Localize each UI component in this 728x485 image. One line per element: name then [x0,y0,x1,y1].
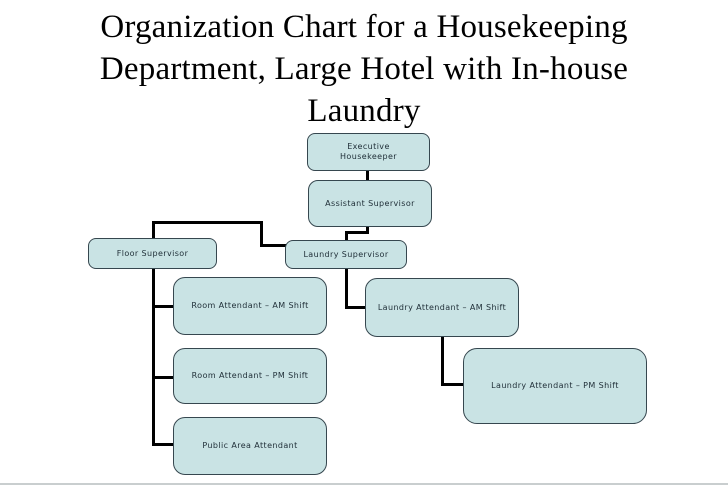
connector-bracket-to-laundry [260,244,286,247]
connector-assistant-laundry-drop [345,231,348,240]
org-node-label: Floor Supervisor [116,248,189,258]
org-node-label: Laundry Supervisor [303,249,389,259]
slide-title: Organization Chart for a Housekeeping De… [0,6,728,132]
connector-bracket-horizontal [152,221,263,224]
org-node-public-area-attendant: Public Area Attendant [173,417,327,475]
org-node-laundry-supervisor: Laundry Supervisor [285,240,407,269]
connector-stub-room-pm [152,376,174,379]
org-node-label: Room Attendant – PM Shift [191,371,309,380]
org-node-assistant-supervisor: Assistant Supervisor [308,180,432,227]
connector-stub-room-am [152,305,174,308]
connector-laundry-am-pm-vertical [441,337,444,386]
org-node-laundry-attendant-am: Laundry Attendant – AM Shift [365,278,519,337]
connector-stub-laundry-am [345,306,366,309]
connector-assistant-laundry-horizontal [345,231,369,234]
org-node-floor-supervisor: Floor Supervisor [88,238,217,269]
connector-bracket-left-vertical [152,221,155,238]
connector-executive-assistant [366,170,369,181]
org-node-label: Laundry Attendant – PM Shift [491,381,619,390]
org-node-laundry-attendant-pm: Laundry Attendant – PM Shift [463,348,647,424]
connector-stub-public-area [152,443,174,446]
connector-laundry-trunk [345,268,348,309]
org-node-label: Room Attendant – AM Shift [191,301,309,310]
connector-bracket-right-vertical [260,221,263,247]
connector-laundry-am-pm-horizontal [441,383,464,386]
org-node-executive-housekeeper: Executive Housekeeper [307,133,430,171]
slide-title-line-2: Department, Large Hotel with In-house [99,51,629,87]
org-node-label: Public Area Attendant [202,441,298,450]
org-node-room-attendant-pm: Room Attendant – PM Shift [173,348,327,404]
slide-title-line-3: Laundry [307,93,421,129]
org-node-room-attendant-am: Room Attendant – AM Shift [173,277,327,335]
slide-title-line-1: Organization Chart for a Housekeeping [100,9,628,45]
org-node-label: Executive Housekeeper [340,142,397,161]
slide-bottom-edge [0,483,728,485]
org-node-label: Assistant Supervisor [325,198,415,208]
connector-floor-trunk [152,269,155,446]
connector-assistant-drop [366,227,369,233]
org-node-label: Laundry Attendant – AM Shift [377,302,507,312]
